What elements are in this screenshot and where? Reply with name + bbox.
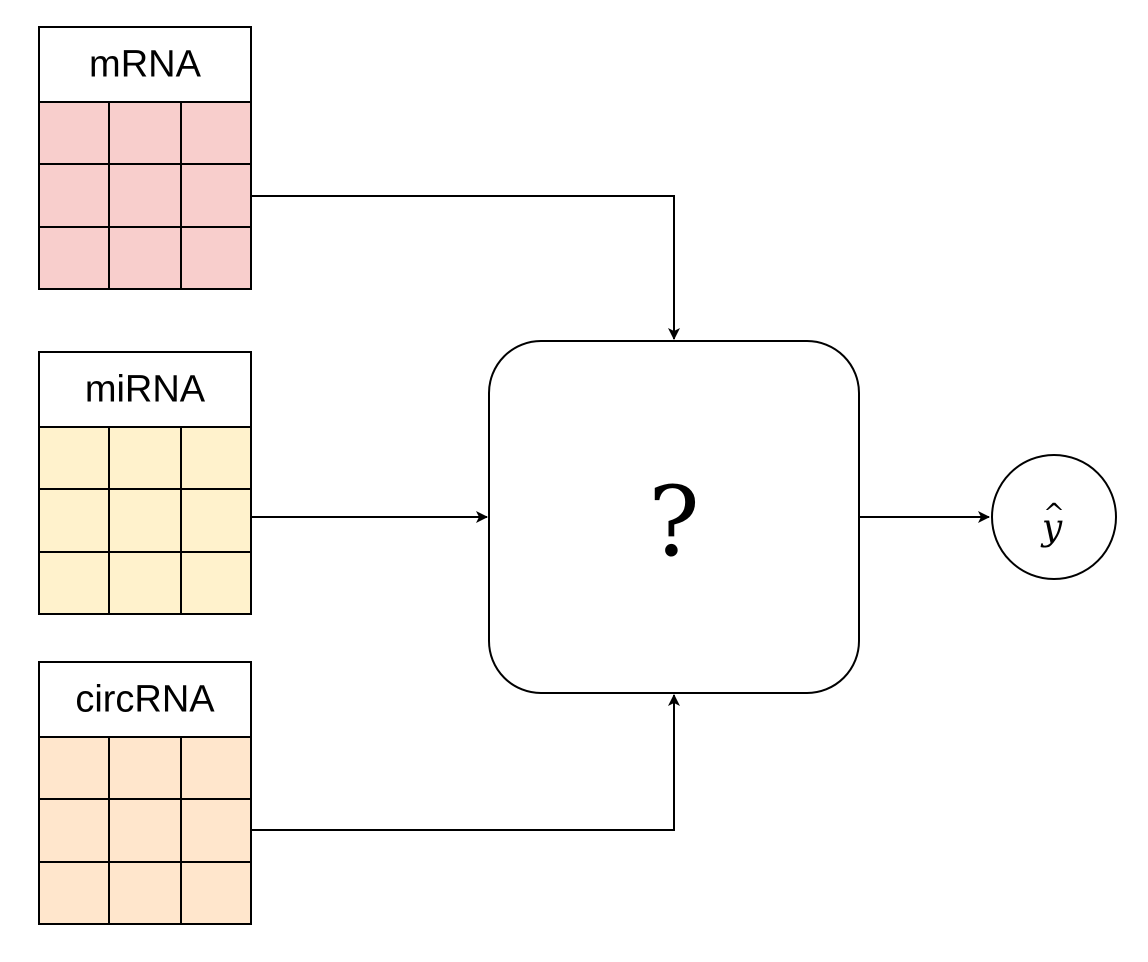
mirna-table-body bbox=[38, 426, 252, 615]
mrna-to-model-arrow bbox=[251, 195, 680, 340]
mrna-grid-lines bbox=[39, 102, 251, 289]
output-y-symbol: y bbox=[1040, 508, 1063, 549]
circrna-table-body bbox=[38, 736, 252, 925]
mrna-label: mRNA bbox=[89, 44, 202, 86]
mirna-label: miRNA bbox=[85, 369, 206, 411]
model-box: ? bbox=[488, 340, 860, 694]
mirna-table: miRNA bbox=[38, 351, 252, 615]
mrna-table-header bbox=[38, 26, 252, 103]
output-hat-accent: ^ bbox=[1043, 499, 1065, 529]
mrna-table-body bbox=[38, 101, 252, 290]
circrna-to-model-arrow bbox=[251, 694, 680, 831]
output-node: y ^ bbox=[991, 454, 1117, 580]
mrna-table: mRNA bbox=[38, 26, 252, 290]
circrna-label: circRNA bbox=[75, 679, 215, 721]
circrna-table-header bbox=[38, 661, 252, 738]
model-question-mark: ? bbox=[648, 466, 699, 578]
mirna-grid-lines bbox=[39, 427, 251, 614]
circrna-grid-lines bbox=[39, 737, 251, 924]
circrna-table: circRNA bbox=[38, 661, 252, 925]
